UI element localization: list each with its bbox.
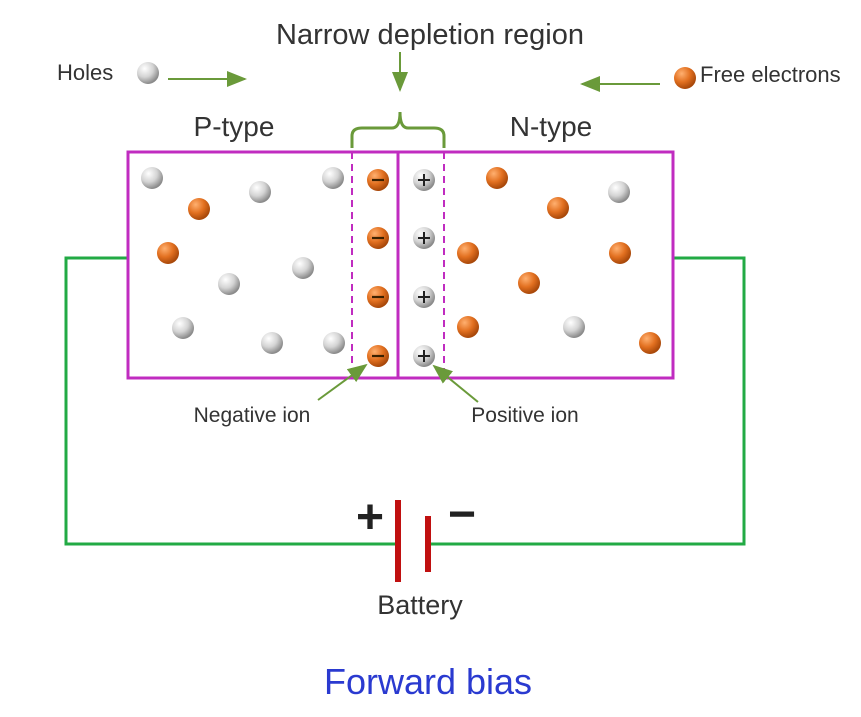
hole [172,317,194,339]
hole [141,167,163,189]
hole-legend-icon [137,62,159,84]
battery-plus-sign: + [356,491,384,544]
positive-ion [413,227,435,249]
hole [323,332,345,354]
depletion-region-title: Narrow depletion region [276,19,584,51]
electron [518,272,540,294]
electron [457,316,479,338]
positive-ion-label: Positive ion [471,404,578,427]
battery-minus-sign: − [448,488,476,541]
negative-ion [367,345,389,367]
right-wire [430,256,746,546]
depletion-brace [350,111,446,148]
negative-ion [367,227,389,249]
electron-legend-icon [674,67,696,89]
n-type-label: N-type [510,111,592,142]
hole [218,273,240,295]
pn-junction [126,150,675,380]
electron [547,197,569,219]
hole [261,332,283,354]
electron [486,167,508,189]
p-type-label: P-type [194,111,275,142]
hole [608,181,630,203]
battery-plate-positive [395,500,401,582]
electron [639,332,661,354]
left-wire [64,256,395,546]
hole [322,167,344,189]
free-electrons-label: Free electrons [700,62,841,87]
forward-bias-caption: Forward bias [324,661,532,702]
electron [188,198,210,220]
positive-ion [413,345,435,367]
negative-ion-label: Negative ion [194,404,311,427]
battery-label: Battery [377,590,463,620]
negative-ion [367,169,389,191]
positive-ion [413,286,435,308]
negative-ion [367,286,389,308]
battery-plate-negative [425,516,431,572]
electron [609,242,631,264]
hole [292,257,314,279]
hole [563,316,585,338]
negative-ion-arrow [317,363,368,401]
electron [157,242,179,264]
positive-ion-arrow [432,364,479,403]
holes-label: Holes [57,60,113,85]
electron [457,242,479,264]
positive-ion [413,169,435,191]
hole [249,181,271,203]
